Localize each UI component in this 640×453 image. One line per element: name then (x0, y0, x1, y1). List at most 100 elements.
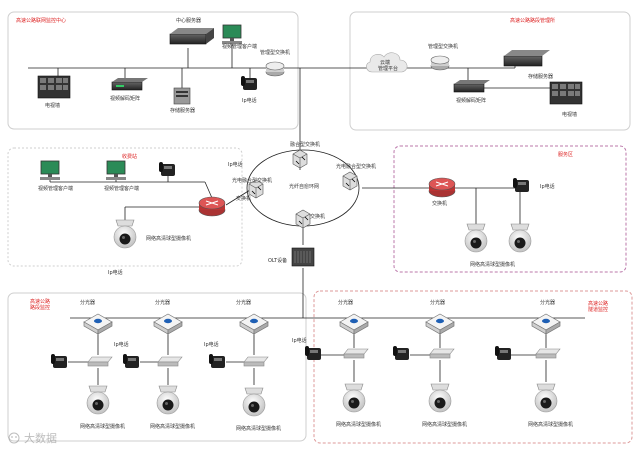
storage-label: 存储服务器 (170, 107, 195, 114)
region-title-bottom-right: 高速公路隧道监控 (588, 300, 608, 313)
mr-router-icon (428, 177, 456, 198)
region-title-mid-right: 服务区 (558, 151, 573, 158)
mr-phone-label: Ip电话 (540, 183, 555, 190)
watermark: 大数据 (8, 431, 57, 445)
client-label: 视频管理客户端 (222, 43, 257, 50)
core-switch-left-label: 光电融合型交换机 (232, 177, 272, 184)
olt-icon (291, 247, 315, 267)
mgmt-switch-icon (265, 61, 285, 77)
bottom-camera-1-icon (86, 385, 110, 415)
region-top-right (349, 11, 631, 131)
bottom-camera-5-icon (428, 383, 452, 413)
ml-phone-label: Ip电话 (228, 161, 243, 168)
ip-phone-label: Ip电话 (242, 97, 257, 104)
ring-label: 光纤自愈环网 (289, 183, 319, 190)
bottom-camera-3-icon (242, 387, 266, 417)
tr-tv-wall-label: 电视墙 (562, 111, 577, 118)
olt-label: OLT设备 (268, 257, 287, 264)
bottom-camera-label-3: 网络高清球型摄像机 (236, 425, 281, 432)
region-bottom-left (7, 292, 307, 442)
region-bottom-right (313, 290, 633, 444)
core-switch-top-icon (292, 149, 308, 169)
region-mid-right (393, 145, 627, 273)
mr-switch-label: 交换机 (432, 200, 447, 207)
bottom-phone-6-icon (495, 346, 511, 360)
center-server-label: 中心服务器 (176, 17, 201, 24)
core-switch-right-label: 光电融合型交换机 (336, 163, 376, 170)
storage-icon (173, 87, 191, 105)
tv-wall-label: 电视墙 (45, 102, 60, 109)
mr-camera-label: 网络高清球型摄像机 (470, 261, 515, 268)
ml-camera-label: 网络高清球型摄像机 (146, 235, 191, 242)
bottom-onu-4-icon (343, 348, 369, 359)
tr-switch-label: 管理型交换机 (428, 43, 458, 50)
bottom-phone-3-icon (209, 354, 225, 368)
core-switch-top-label: 融合型交换机 (290, 141, 320, 148)
splitter-4-icon (339, 313, 369, 335)
splitter-1-label: 分光器 (80, 299, 95, 306)
ml-client1-label: 视频管理客户端 (38, 185, 73, 192)
bottom-camera-6-icon (534, 383, 558, 413)
bottom-phone-label-2: Ip电话 (204, 341, 219, 348)
ml-phone2-label: Ip电话 (108, 269, 123, 276)
splitter-2-icon (153, 313, 183, 335)
splitter-3-label: 分光器 (236, 299, 251, 306)
decoder-icon (111, 78, 148, 91)
bottom-camera-label-6: 网络高清球型摄像机 (528, 421, 573, 428)
cloud-label: 云端管理平台 (378, 59, 398, 72)
core-switch-right-icon (342, 171, 358, 191)
ml-phone-icon (159, 162, 175, 176)
bottom-phone-5-icon (393, 346, 409, 360)
region-top-left (7, 11, 299, 130)
splitter-2-label: 分光器 (155, 299, 170, 306)
splitter-4-label: 分光器 (338, 299, 353, 306)
bottom-phone-4-icon (305, 346, 321, 360)
decoder-label: 视频解码矩阵 (110, 95, 140, 102)
tr-storage-icon (503, 50, 550, 67)
splitter-6-icon (531, 313, 561, 335)
tr-decoder-icon (453, 80, 490, 93)
tv-wall-icon (37, 75, 71, 99)
splitter-3-icon (239, 313, 269, 335)
mr-camera1-icon (464, 223, 488, 253)
tr-switch-icon (430, 55, 450, 71)
ml-router-icon (198, 196, 226, 217)
ip-phone-icon (241, 76, 257, 90)
mr-phone-icon (513, 178, 529, 192)
splitter-5-icon (425, 313, 455, 335)
bottom-phone-label-3: Ip电话 (292, 337, 307, 344)
tr-tv-wall-icon (549, 81, 583, 105)
bottom-camera-label-4: 网络高清球型摄像机 (336, 421, 381, 428)
ml-client2-label: 视频管理客户端 (104, 185, 139, 192)
bottom-onu-6-icon (535, 348, 561, 359)
splitter-5-label: 分光器 (430, 299, 445, 306)
bottom-camera-label-1: 网络高清球型摄像机 (80, 423, 125, 430)
ml-pc2-icon (105, 160, 127, 181)
bottom-phone-2-icon (123, 354, 139, 368)
tr-storage-label: 存储服务器 (528, 73, 553, 80)
region-title-top-right: 高速公路路段管理所 (510, 17, 555, 24)
core-switch-left2-label: 交换机 (236, 195, 251, 202)
bottom-phone-1-icon (51, 354, 67, 368)
ml-pc1-icon (39, 160, 61, 181)
splitter-1-icon (83, 313, 113, 335)
bottom-phone-label-1: Ip电话 (114, 341, 129, 348)
bottom-onu-3-icon (243, 356, 269, 367)
region-mid-left (7, 147, 243, 267)
region-title-bottom-left: 高速公路路段监控 (30, 298, 50, 311)
bottom-camera-2-icon (156, 385, 180, 415)
region-title-mid-left: 收费站 (122, 153, 137, 160)
core-switch-center-label: 交换机 (310, 213, 325, 220)
region-title-top-left: 高速公路联网监控中心 (16, 17, 66, 24)
splitter-6-label: 分光器 (540, 299, 555, 306)
center-server-icon (169, 28, 214, 45)
ml-camera-icon (113, 219, 137, 249)
core-switch-center-icon (295, 209, 311, 229)
bottom-onu-2-icon (157, 356, 183, 367)
mr-camera2-icon (508, 223, 532, 253)
cloud-icon (366, 52, 408, 73)
bottom-camera-4-icon (342, 383, 366, 413)
mgmt-switch-label: 管理型交换机 (260, 49, 290, 56)
bottom-onu-5-icon (429, 348, 455, 359)
